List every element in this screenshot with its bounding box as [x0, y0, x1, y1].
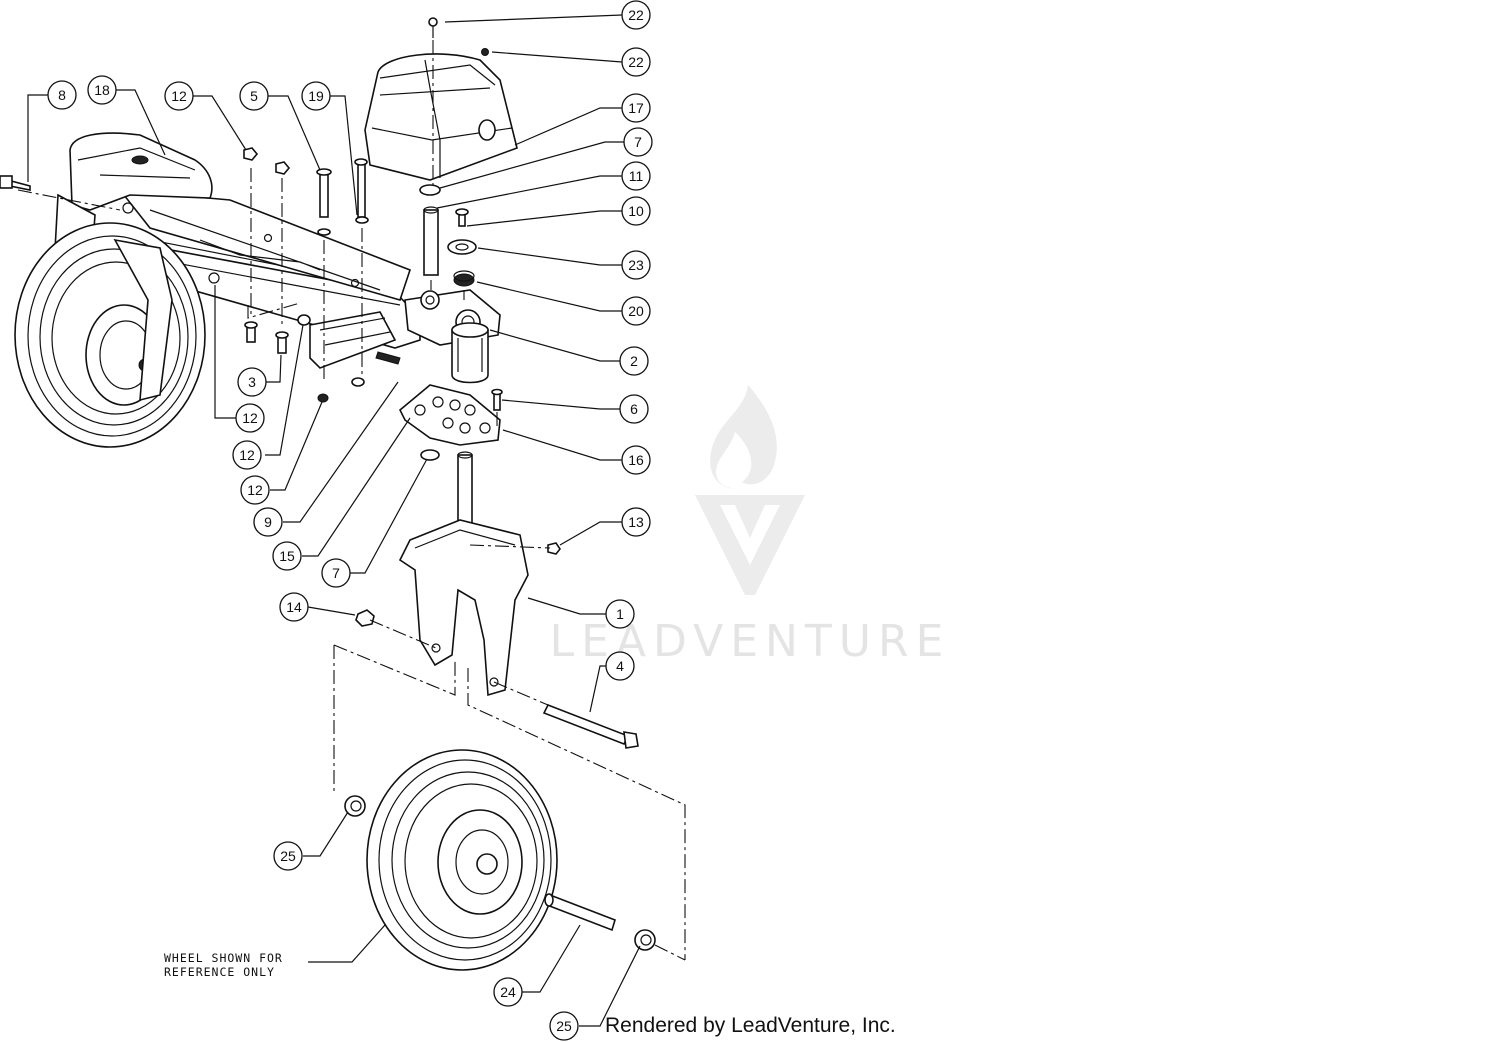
callout-22: 22: [621, 0, 651, 30]
svg-text:25: 25: [556, 1018, 572, 1034]
reference-note: WHEEL SHOWN FOR REFERENCE ONLY: [164, 951, 283, 979]
svg-text:14: 14: [286, 599, 302, 615]
callout-3: 3: [237, 367, 267, 397]
leadventure-watermark: LEADVENTURE: [550, 385, 943, 667]
svg-text:20: 20: [628, 303, 644, 319]
callout-17: 17: [621, 93, 651, 123]
callout-10: 10: [621, 196, 651, 226]
svg-text:3: 3: [248, 374, 256, 390]
callout-leaders: [27, 14, 641, 1027]
callout-23: 23: [621, 250, 651, 280]
callout-20: 20: [621, 296, 651, 326]
note-line-1: WHEEL SHOWN FOR: [164, 951, 283, 965]
callout-11: 11: [621, 161, 651, 191]
callout-7: 7: [321, 558, 351, 588]
svg-text:17: 17: [628, 100, 644, 116]
svg-text:12: 12: [171, 88, 187, 104]
left-wheel: [14, 222, 206, 448]
svg-text:12: 12: [242, 410, 258, 426]
svg-text:22: 22: [628, 54, 644, 70]
callout-12: 12: [164, 81, 194, 111]
svg-text:16: 16: [628, 452, 644, 468]
callout-25: 25: [549, 1011, 579, 1041]
callout-25: 25: [273, 841, 303, 871]
callout-16: 16: [621, 445, 651, 475]
callout-2: 2: [619, 346, 649, 376]
svg-text:6: 6: [630, 401, 638, 417]
svg-text:22: 22: [628, 7, 644, 23]
frame-bolts: [0, 147, 369, 236]
note-line-2: REFERENCE ONLY: [164, 965, 275, 979]
svg-text:4: 4: [616, 658, 624, 674]
callout-7: 7: [623, 127, 653, 157]
callout-8: 8: [47, 80, 77, 110]
callout-18: 18: [87, 75, 117, 105]
callout-24: 24: [493, 977, 523, 1007]
right-pod-cover: [364, 53, 518, 181]
svg-text:13: 13: [628, 514, 644, 530]
svg-text:1: 1: [616, 606, 624, 622]
caster-fork: [398, 451, 561, 697]
render-credit: Rendered by LeadVenture, Inc.: [605, 1014, 896, 1037]
svg-text:18: 18: [94, 82, 110, 98]
svg-text:25: 25: [280, 848, 296, 864]
svg-text:15: 15: [279, 548, 295, 564]
svg-text:2: 2: [630, 353, 638, 369]
v-logo-mark: [695, 495, 805, 595]
flame-logo-mark: [710, 385, 777, 489]
svg-text:10: 10: [628, 203, 644, 219]
svg-text:12: 12: [239, 447, 255, 463]
svg-text:5: 5: [250, 88, 258, 104]
callout-4: 4: [605, 651, 635, 681]
callout-9: 9: [253, 507, 283, 537]
callout-12: 12: [235, 403, 265, 433]
caster-wheel: [344, 749, 656, 971]
callout-22: 22: [621, 47, 651, 77]
part-callouts: 8 18 12 5 19 22 22 17 7 11 10 23 20 2 6 …: [47, 0, 653, 1041]
svg-text:23: 23: [628, 257, 644, 273]
svg-text:8: 8: [58, 87, 66, 103]
axle-bolt-and-nut: [355, 609, 639, 749]
callout-14: 14: [279, 592, 309, 622]
svg-text:9: 9: [264, 514, 272, 530]
svg-text:7: 7: [634, 134, 642, 150]
svg-text:12: 12: [247, 482, 263, 498]
callout-19: 19: [301, 81, 331, 111]
callout-6: 6: [619, 394, 649, 424]
lower-frame-hardware: [244, 311, 401, 403]
adjustment-plate: [399, 384, 503, 461]
callout-5: 5: [239, 81, 269, 111]
pivot-hardware-stack: [419, 184, 477, 287]
callout-13: 13: [621, 507, 651, 537]
svg-text:11: 11: [629, 168, 644, 184]
callout-1: 1: [605, 599, 635, 629]
cover-screws: [428, 17, 489, 56]
svg-text:7: 7: [332, 565, 340, 581]
callout-15: 15: [272, 541, 302, 571]
callout-12: 12: [232, 440, 262, 470]
assembly-center-lines: [17, 40, 686, 961]
svg-text:24: 24: [500, 984, 516, 1000]
svg-text:19: 19: [308, 88, 324, 104]
callout-12: 12: [240, 475, 270, 505]
